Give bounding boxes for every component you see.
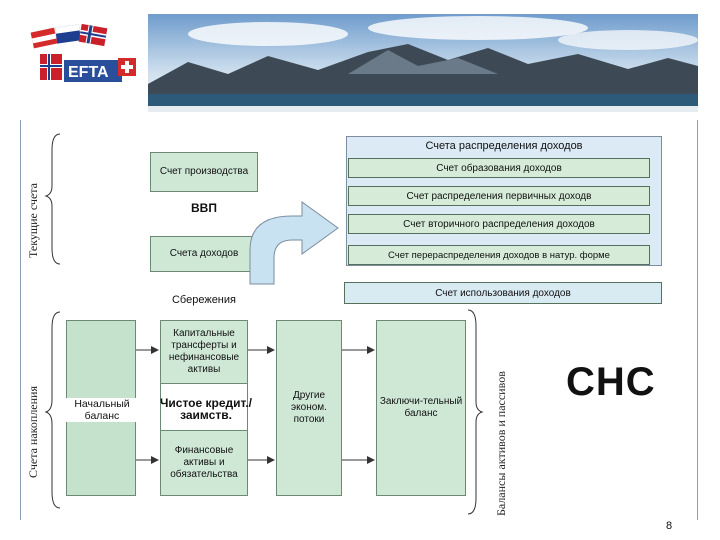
current-accounts-label: Текущие счета [26,182,40,258]
accumulation-accounts-label: Счета накопления [26,386,40,478]
distribution-item: Счет распределения первичных доходв [348,186,650,206]
use-of-income-box: Счет использования доходов [344,282,662,304]
net-lending-label: Чистое кредит./ заимств. [159,396,253,422]
capital-transfers-box: Капитальные трансферты и нефинансовые ак… [160,320,248,384]
production-account-box: Счет производства [150,152,258,192]
content-frame [20,120,698,520]
left-braces [44,133,61,509]
mountain-landscape-image [148,14,698,112]
page-number: 8 [666,520,673,532]
curved-arrow-icon [249,201,339,285]
efta-logo-image: EFTA [30,23,136,82]
distribution-item: Счет перераспределения доходов в натур. … [348,245,650,265]
financial-assets-box: Финансовые активы и обязательства [160,430,248,496]
sns-label: СНС [566,360,656,404]
flow-arrows [136,346,375,464]
distribution-title: Счета распределения доходов [425,140,583,152]
svg-text:EFTA: EFTA [68,64,109,81]
income-accounts-box: Счета доходов [150,236,258,272]
balances-label: Балансы активов и пассивов [494,371,508,516]
closing-balance-box: Заключи-тельный баланс [376,320,466,496]
other-flows-box: Другие эконом. потоки [276,320,342,496]
gdp-label: ВВП [191,201,217,215]
distribution-item: Счет вторичного распределения доходов [348,214,650,234]
opening-balance-label: Начальный баланс [62,398,142,422]
distribution-item: Счет образования доходов [348,158,650,178]
right-brace [467,309,484,515]
savings-label: Сбережения [171,294,236,306]
